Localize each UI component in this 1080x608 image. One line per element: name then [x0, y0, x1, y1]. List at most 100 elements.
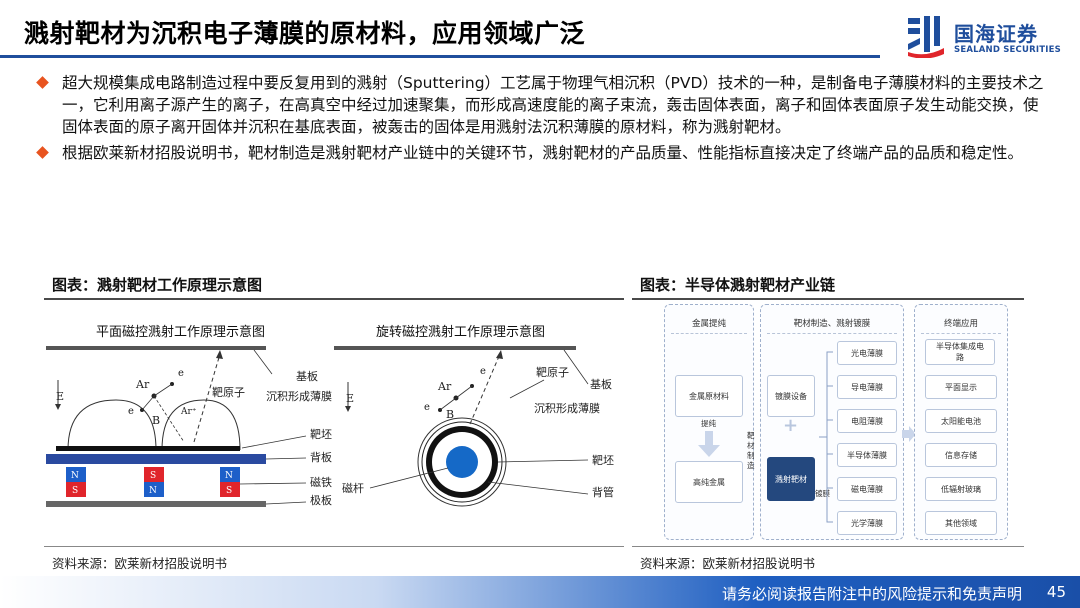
logo-english-name: SEALAND SECURITIES [954, 45, 1061, 55]
planar-substrate-plate [46, 346, 266, 350]
magnet-n [220, 467, 240, 482]
figure-left-bottom-rule [44, 546, 624, 547]
ar-ion-label: Ar⁺ [180, 407, 197, 417]
target-atom-label: 靶原子 [212, 386, 245, 399]
col-heading: 靶材制造、溅射镀膜 [793, 319, 871, 329]
page-title: 溅射靶材为沉积电子薄膜的原材料，应用领域广泛 [24, 19, 586, 48]
backplate-label: 背板 [310, 450, 332, 464]
down-arrow-icon [698, 431, 720, 457]
magnet-label: N [149, 486, 157, 496]
magnet-s [66, 482, 86, 497]
atom-path [193, 353, 221, 443]
e-field-label: E [56, 390, 64, 403]
callout-line [253, 349, 273, 375]
bracket-connector [819, 351, 833, 523]
bullet-item: 超大规模集成电路制造过程中要反复用到的溅射（Sputtering）工艺属于物理气… [36, 72, 1052, 138]
right-arrow-icon [902, 426, 916, 442]
planar-backplate [46, 454, 266, 464]
magnet-s [220, 482, 240, 497]
box-film-optoelectronic: 光电薄膜 [837, 341, 897, 365]
disclaimer-text: 请务必阅读报告附注中的风险提示和免责声明 [721, 585, 1022, 603]
magnetic-field-arc [161, 399, 241, 451]
col-heading-divider [767, 333, 897, 334]
magnet-label: N [71, 471, 79, 481]
figure-right-top-rule [632, 298, 1024, 300]
box-film-magnetoelectric: 磁电薄膜 [837, 477, 897, 501]
industry-chain-diagram: 金属提纯 金属原材料 提纯 高纯金属 靶材制造、溅射镀膜 镀膜设备 + 靶材制造… [664, 304, 1012, 540]
target-label: 靶坯 [310, 428, 332, 441]
sealand-logo-icon [908, 16, 944, 58]
footer-bar: 请务必阅读报告附注中的风险提示和免责声明 45 [0, 576, 1080, 608]
box-app-low-e-glass: 低辐射玻璃 [925, 477, 997, 501]
chain-col-target-manufacturing: 靶材制造、溅射镀膜 镀膜设备 + 靶材制造 溅射靶材 镀膜 光电薄膜 导电薄膜 … [747, 304, 904, 540]
bullet-text: 根据欧莱新材招股说明书，靶材制造是溅射靶材产业链中的关键环节，溅射靶材的产品质量… [62, 144, 1024, 162]
particle-path [141, 395, 155, 411]
label-target-manufacturing: 靶材制造 [747, 431, 755, 470]
ar-label: Ar [135, 378, 150, 391]
box-pure-metal: 高纯金属 [675, 461, 743, 503]
arrow-head-icon [496, 350, 503, 359]
bullet-item: 根据欧莱新材招股说明书，靶材制造是溅射靶材产业链中的关键环节，溅射靶材的产品质量… [36, 142, 1052, 164]
figure-right-bottom-rule [632, 546, 1024, 547]
rotary-substrate-plate [334, 346, 576, 350]
logo-chinese-name: 国海证券 [954, 22, 1038, 46]
box-raw-metal: 金属原材料 [675, 375, 743, 417]
col-heading-divider [671, 333, 747, 334]
callout-line [487, 481, 589, 495]
callout-line [369, 467, 449, 489]
planar-heading: 平面磁控溅射工作原理示意图 [96, 324, 265, 340]
sputtering-principle-diagram: 平面磁控溅射工作原理示意图 N S S N N S E Ar e e B Ar⁺ [46, 324, 614, 507]
ion-path [153, 395, 185, 443]
bullet-text: 超大规模集成电路制造过程中要反复用到的溅射（Sputtering）工艺属于物理气… [62, 74, 1044, 136]
e-field-label: E [346, 392, 354, 405]
magnet-s [144, 467, 164, 482]
deposit-label: 沉积形成薄膜 [534, 401, 600, 415]
bullet-list: 超大规模集成电路制造过程中要反复用到的溅射（Sputtering）工艺属于物理气… [36, 72, 1052, 168]
substrate-label: 基板 [296, 369, 318, 383]
chain-col-end-applications: 终端应用 半导体集成电路 平面显示 太阳能电池 信息存储 低辐射玻璃 其他领域 [914, 304, 1008, 540]
box-app-ic: 半导体集成电路 [925, 339, 995, 365]
callout-line [265, 457, 307, 460]
page-number: 45 [1046, 583, 1066, 601]
callout-line [265, 501, 307, 505]
deposit-label: 沉积形成薄膜 [266, 389, 332, 403]
magnet-label: 磁铁 [310, 476, 332, 489]
callout-line [509, 379, 545, 399]
figure-right-source: 资料来源：欧莱新材招股说明书 [640, 556, 816, 571]
callout-line [563, 349, 589, 385]
callout-line [241, 435, 307, 449]
callout-line [497, 459, 589, 463]
particle-path [439, 397, 457, 411]
rotary-heading: 旋转磁控溅射工作原理示意图 [376, 324, 545, 340]
planar-target [56, 446, 240, 451]
label-coating: 镀膜 [815, 489, 830, 498]
atom-path [469, 353, 501, 425]
col-heading: 金属提纯 [691, 319, 726, 329]
box-film-conductive: 导电薄膜 [837, 375, 897, 399]
diamond-bullet-icon [36, 76, 49, 89]
box-film-resistive: 电阻薄膜 [837, 409, 897, 433]
magnet-label: S [72, 486, 78, 496]
particle-path [153, 383, 173, 397]
pole-label: 极板 [310, 493, 332, 507]
box-coating-equipment: 镀膜设备 [767, 375, 815, 417]
box-app-storage: 信息存储 [925, 443, 997, 467]
figure-left-top-rule [44, 298, 624, 300]
planar-pole-plate [46, 501, 266, 507]
arrow-head-icon [345, 406, 351, 412]
b-field-label: B [152, 414, 160, 427]
figure-right-title: 图表：半导体溅射靶材产业链 [640, 276, 836, 294]
particle-path [455, 385, 473, 399]
col-heading-divider [921, 333, 1001, 334]
chain-col-metal-purification: 金属提纯 金属原材料 提纯 高纯金属 [664, 304, 754, 540]
box-app-solar: 太阳能电池 [925, 409, 997, 433]
figure-left-source: 资料来源：欧莱新材招股说明书 [52, 556, 228, 571]
figure-left-title: 图表：溅射靶材工作原理示意图 [52, 276, 263, 294]
magnet-label: S [226, 486, 232, 496]
plus-icon: + [783, 415, 799, 436]
label-purify: 提纯 [701, 419, 716, 428]
box-film-optical: 光学薄膜 [837, 511, 897, 535]
tube-label: 背管 [592, 485, 614, 499]
substrate-label: 基板 [590, 377, 612, 391]
title-underline [0, 55, 880, 58]
